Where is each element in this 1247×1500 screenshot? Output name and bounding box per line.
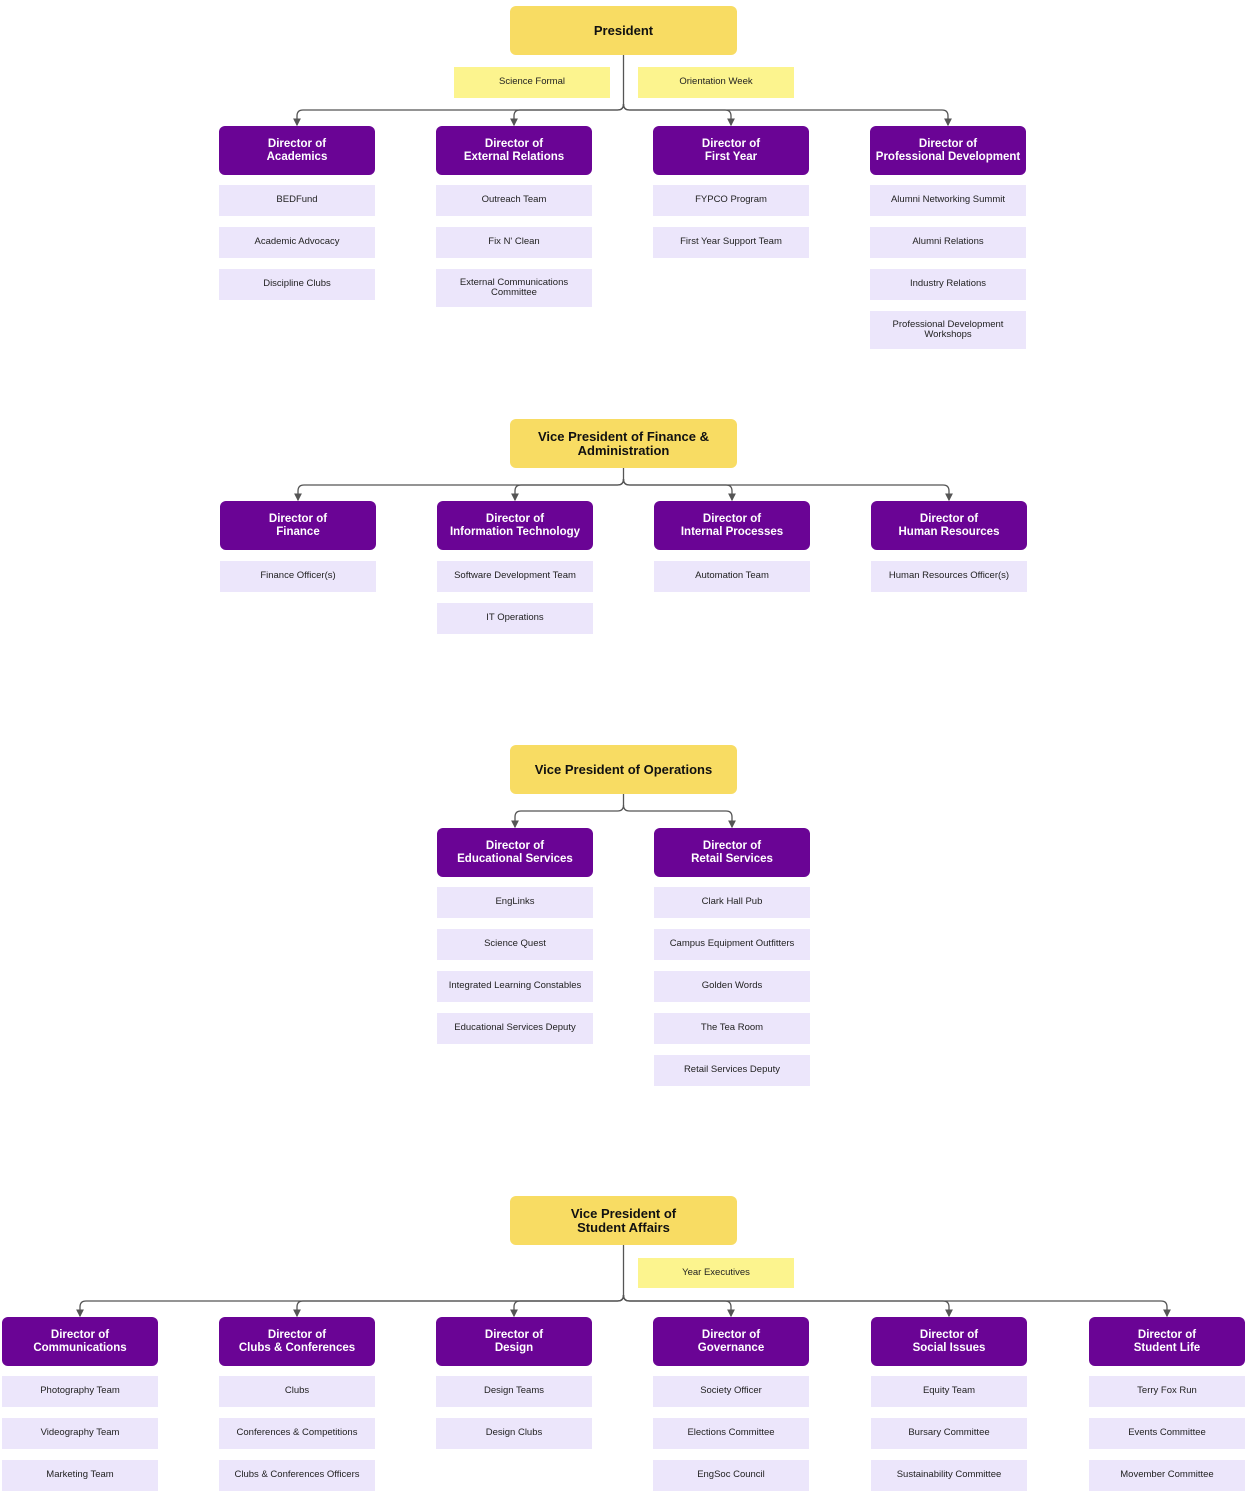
team-item: Alumni Networking Summit (870, 185, 1026, 216)
note-box: Orientation Week (638, 67, 794, 98)
team-item: Golden Words (654, 971, 810, 1002)
connector-branch (622, 1294, 953, 1318)
team-item: BEDFund (219, 185, 375, 216)
director-box: Director of Finance (220, 501, 376, 550)
connector-branch (622, 478, 953, 502)
note-box: Year Executives (638, 1258, 794, 1288)
team-item: Elections Committee (653, 1418, 809, 1449)
team-item: Clubs (219, 1376, 375, 1407)
team-item: Photography Team (2, 1376, 158, 1407)
director-box: Director of Retail Services (654, 828, 810, 877)
connector-branch (622, 804, 736, 829)
team-item: Equity Team (871, 1376, 1027, 1407)
connector-branch (511, 478, 625, 502)
team-item: Bursary Committee (871, 1418, 1027, 1449)
team-item: Movember Committee (1089, 1460, 1245, 1491)
connector-branch (622, 478, 736, 502)
team-item: The Tea Room (654, 1013, 810, 1044)
team-item: Academic Advocacy (219, 227, 375, 258)
connector-branch (510, 103, 625, 127)
connector-branch (511, 804, 625, 829)
team-item: EngSoc Council (653, 1460, 809, 1491)
connector-branch (293, 103, 625, 127)
connector-branch (294, 478, 625, 502)
team-item: Educational Services Deputy (437, 1013, 593, 1044)
team-item: Finance Officer(s) (220, 561, 376, 592)
note-box: Science Formal (454, 67, 610, 98)
connector-branch (622, 1294, 735, 1318)
team-item: Marketing Team (2, 1460, 158, 1491)
team-item: Human Resources Officer(s) (871, 561, 1027, 592)
connector-branch (76, 1294, 625, 1318)
team-item: FYPCO Program (653, 185, 809, 216)
team-item: First Year Support Team (653, 227, 809, 258)
director-box: Director of Social Issues (871, 1317, 1027, 1366)
team-item: Clubs & Conferences Officers (219, 1460, 375, 1491)
director-box: Director of First Year (653, 126, 809, 175)
team-item: Clark Hall Pub (654, 887, 810, 918)
vp-box-president: President (510, 6, 737, 55)
connector-branch (622, 1294, 1171, 1318)
team-item: Design Teams (436, 1376, 592, 1407)
vp-box-vp-finance: Vice President of Finance & Administrati… (510, 419, 737, 468)
team-item: Alumni Relations (870, 227, 1026, 258)
team-item: Discipline Clubs (219, 269, 375, 300)
team-item: Integrated Learning Constables (437, 971, 593, 1002)
director-box: Director of External Relations (436, 126, 592, 175)
director-box: Director of Governance (653, 1317, 809, 1366)
director-box: Director of Educational Services (437, 828, 593, 877)
team-item: Retail Services Deputy (654, 1055, 810, 1086)
team-item: Design Clubs (436, 1418, 592, 1449)
team-item: Events Committee (1089, 1418, 1245, 1449)
team-item: Outreach Team (436, 185, 592, 216)
director-box: Director of Clubs & Conferences (219, 1317, 375, 1366)
team-item: IT Operations (437, 603, 593, 634)
vp-box-vp-student-affairs: Vice President of Student Affairs (510, 1196, 737, 1245)
director-box: Director of Professional Development (870, 126, 1026, 175)
director-box: Director of Internal Processes (654, 501, 810, 550)
team-item: Videography Team (2, 1418, 158, 1449)
team-item: Industry Relations (870, 269, 1026, 300)
team-item: Software Development Team (437, 561, 593, 592)
team-item: Society Officer (653, 1376, 809, 1407)
team-item: Conferences & Competitions (219, 1418, 375, 1449)
director-box: Director of Communications (2, 1317, 158, 1366)
team-item: Terry Fox Run (1089, 1376, 1245, 1407)
team-item: Automation Team (654, 561, 810, 592)
vp-box-vp-operations: Vice President of Operations (510, 745, 737, 794)
team-item: Fix N' Clean (436, 227, 592, 258)
team-item: EngLinks (437, 887, 593, 918)
director-box: Director of Student Life (1089, 1317, 1245, 1366)
director-box: Director of Academics (219, 126, 375, 175)
connector-branch (622, 103, 952, 127)
team-item: Science Quest (437, 929, 593, 960)
director-box: Director of Human Resources (871, 501, 1027, 550)
team-item: Sustainability Committee (871, 1460, 1027, 1491)
director-box: Director of Information Technology (437, 501, 593, 550)
connector-branch (622, 103, 735, 127)
team-item: External Communications Committee (436, 269, 592, 307)
connector-branch (510, 1294, 625, 1318)
connector-branch (293, 1294, 625, 1318)
team-item: Professional Development Workshops (870, 311, 1026, 349)
team-item: Campus Equipment Outfitters (654, 929, 810, 960)
director-box: Director of Design (436, 1317, 592, 1366)
